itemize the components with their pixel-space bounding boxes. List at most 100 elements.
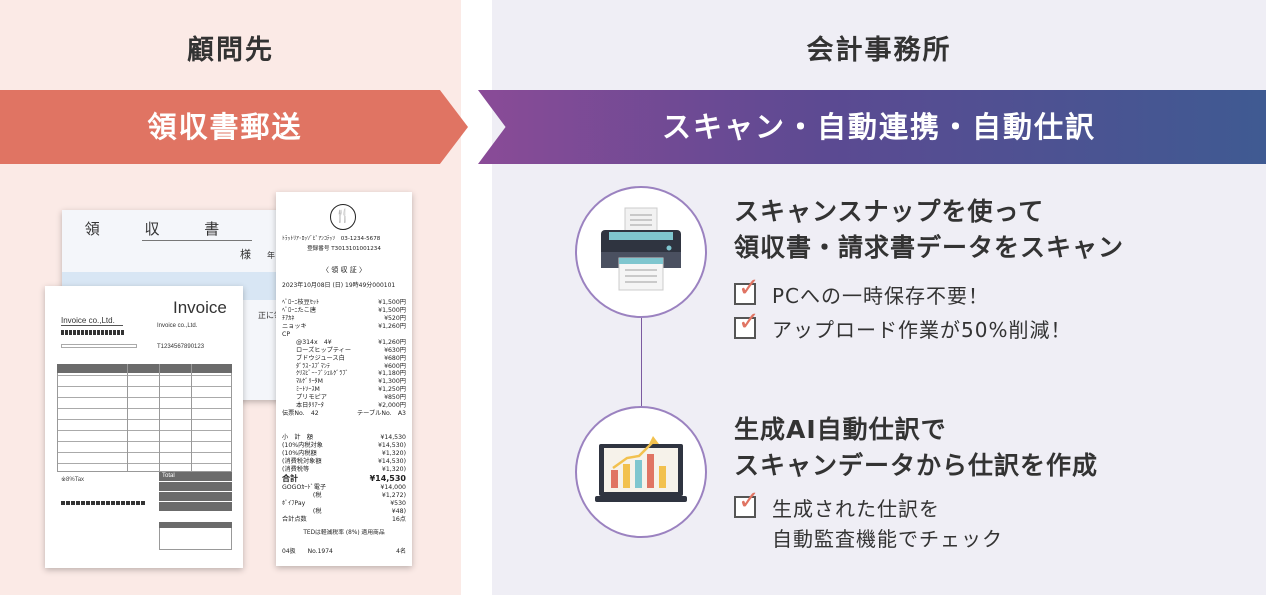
pos-row: ﾐｰﾄｿｰｽM¥1,250円 <box>282 386 406 394</box>
mail-receipts-banner <box>0 90 468 164</box>
pos-row: ニョッキ¥1,260円 <box>282 323 406 331</box>
pos-row: ﾍﾟﾛｰﾆ枝豆ｾｯﾄ ¥1,500円 <box>282 299 406 307</box>
banner-right-label: スキャン・自動連携・自動仕訳 <box>661 110 1096 144</box>
pos-footer-left: 04扱 No.1974 <box>282 548 333 555</box>
invoice-table-col <box>159 364 160 472</box>
invoice-to: Invoice co.,Ltd. <box>157 323 198 329</box>
pos-row-price: ¥14,530) <box>377 457 406 465</box>
pos-row: 本日ﾀﾘｱｰﾀ ¥2,000円 <box>282 402 406 410</box>
restaurant-logo-icon: 🍴 <box>330 204 356 230</box>
pos-totals: 小 計 額¥14,530(10%内税対象¥14,530)(10%内税額¥1,32… <box>282 434 406 524</box>
pos-row-price: ¥530 <box>390 499 406 507</box>
pos-row: ﾀﾞﾗｽ･ｽﾌﾟﾏﾝﾃ¥600円 <box>282 363 406 371</box>
pos-row: (消費税対象額 ¥14,530) <box>282 458 406 466</box>
invoice-reg-number: T1234567890123 <box>157 344 205 350</box>
pos-row-price: ¥48) <box>391 507 406 515</box>
pos-row-price: ¥1,500円 <box>378 306 406 314</box>
pos-row: ｸﾘｽﾋﾟｰ･ﾌﾞｼｪﾙｸﾞﾗﾌﾞ¥1,180円 <box>282 370 406 378</box>
pos-row-name: ローズヒップティー <box>296 346 352 354</box>
scan-auto-journal-banner <box>478 90 1266 164</box>
invoice-table-header <box>57 364 232 373</box>
pos-row: ブドウジュース白 ¥680円 <box>282 355 406 363</box>
pos-row-price: ¥680円 <box>384 354 406 362</box>
pos-row-price: ¥1,272) <box>381 491 406 499</box>
invoice-total-label: Total <box>162 473 175 479</box>
receipt-form-year: 年 <box>267 251 275 260</box>
pos-row-name: 小 計 額 <box>282 434 313 441</box>
pos-row-name: GOGOｶｰﾄﾞ電子 <box>282 483 327 491</box>
pos-tax-note: TEDは軽減税率 (8%) 適用商品 <box>303 530 385 536</box>
pos-row: (消費税等¥1,320) <box>282 466 406 474</box>
pos-row-price: ¥1,260円 <box>378 338 406 346</box>
invoice-from: Invoice co.,Ltd. <box>61 316 123 326</box>
pos-row-price: テーブルNo. A3 <box>356 410 406 418</box>
scanner-icon <box>601 207 681 291</box>
pos-items: ﾍﾟﾛｰﾆ枝豆ｾｯﾄ ¥1,500円 ﾍﾟﾛｰﾆたこ唐 ¥1,500円 ﾁｱｶﾈ ¥520… <box>282 299 406 418</box>
pos-row-name: ﾏﾙｹﾞﾘｰﾀM <box>296 378 323 386</box>
invoice-table-col <box>127 364 128 472</box>
pos-row-name: 本日ﾀﾘｱｰﾀ <box>296 402 324 410</box>
receipt-form-note: 正に領収 <box>258 311 290 320</box>
pos-row: ﾏﾙｹﾞﾘｰﾀM¥1,300円 <box>282 378 406 386</box>
invoice-table <box>57 364 232 472</box>
check-text-block: 生成された仕訳を 自動監査機能でチェック <box>772 494 1003 554</box>
pos-title: 〈 領 収 証 〉 <box>322 266 366 274</box>
step-2-circle <box>575 406 707 538</box>
pos-row-name: 合計 <box>282 473 298 483</box>
pos-row-name: 伝票No. 42 <box>282 410 319 418</box>
pos-row-name: ﾎﾟｲﾌPay <box>282 499 306 507</box>
pos-row-name: (10%内税額 <box>282 449 317 457</box>
pos-row-price: ¥2,000円 <box>378 402 406 410</box>
checkbox-icon: ✓ <box>734 488 760 518</box>
pos-row-name: ﾍﾟﾛｰﾆ枝豆ｾｯﾄ <box>282 299 320 306</box>
invoice-redacted-box <box>61 344 137 348</box>
checkbox-icon: ✓ <box>734 275 760 305</box>
invoice-document: Invoice Invoice co.,Ltd. Invoice co.,Ltd… <box>45 286 243 568</box>
pos-row-name: (税 <box>282 491 322 499</box>
pos-row: 合計点数 16点 <box>282 516 406 524</box>
pos-row-name: (税 <box>282 507 322 515</box>
pos-row-price: 16点 <box>391 515 406 523</box>
check-text: アップロード作業が50%削減！ <box>772 318 1072 342</box>
step-1-heading-line2: 領収書・請求書データをスキャン <box>734 233 1125 262</box>
pos-row: 合計¥14,530 <box>282 474 406 484</box>
pos-row: ローズヒップティー ¥630円 <box>282 347 406 355</box>
client-column-title: 顧問先 <box>187 35 274 66</box>
pos-row-price: ¥1,500円 <box>378 299 406 306</box>
pos-receipt-document: 🍴 ﾄﾗｯﾄﾘｱ･ﾛｯｿﾞﾋﾟｱﾝｺﾃｯｿ 03-1234-5678 登録番号 … <box>276 192 412 566</box>
step-1-heading: スキャンスナップを使って 領収書・請求書データをスキャン <box>734 194 1124 266</box>
pos-row-name: ブドウジュース白 <box>296 354 345 362</box>
pos-row-name: ﾍﾟﾛｰﾆたこ唐 <box>282 306 317 314</box>
pos-row-name: (10%内税対象 <box>282 441 323 449</box>
invoice-remarks-header <box>159 522 232 528</box>
step-1-heading-line1: スキャンスナップを使って <box>734 197 1045 226</box>
pos-row-price: ¥1,320) <box>381 449 406 457</box>
pos-row-price: ¥1,260円 <box>378 322 406 330</box>
pos-store: ﾄﾗｯﾄﾘｱ･ﾛｯｿﾞﾋﾟｱﾝｺﾃｯｿ 03-1234-5678 <box>282 236 381 242</box>
pos-row-name: (消費税対象額 <box>282 457 322 465</box>
pos-row-name: 合計点数 <box>282 515 307 523</box>
receipt-form-title: 領 収 書 <box>84 220 240 238</box>
pos-row-price: ¥14,530 <box>380 434 406 441</box>
pos-row-name: プリモピア <box>296 394 327 402</box>
step-2-heading: 生成AI自動仕訳で スキャンデータから仕訳を作成 <box>734 412 1098 484</box>
receipt-form-honorific: 様 <box>240 248 251 261</box>
pos-row-price: ¥850円 <box>384 394 406 402</box>
receipt-form-name-line <box>142 240 252 241</box>
pos-row-name: @314x 4¥ <box>296 338 332 346</box>
pos-row-name: ﾁｱｶﾈ <box>282 314 295 322</box>
invoice-totals-box <box>159 472 232 512</box>
invoice-redacted-text <box>61 330 125 335</box>
invoice-table-col <box>191 364 192 472</box>
pos-row-price: ¥1,320) <box>381 465 406 473</box>
check-text-line2: 自動監査機能でチェック <box>772 527 1003 551</box>
checkbox-icon: ✓ <box>734 309 760 339</box>
pos-row: @314x 4¥ ¥1,260円 <box>282 339 406 347</box>
step-2-heading-line1: 生成AI自動仕訳で <box>734 415 947 444</box>
pos-row-price: ¥520円 <box>384 314 406 322</box>
pos-row-price: ¥630円 <box>384 346 406 354</box>
pos-row: (10%内税対象¥14,530) <box>282 442 406 450</box>
pos-row-price: ¥1,250円 <box>378 386 406 394</box>
pos-row: (税 ¥1,272) <box>282 492 406 500</box>
pos-row-name: CP <box>282 330 291 338</box>
